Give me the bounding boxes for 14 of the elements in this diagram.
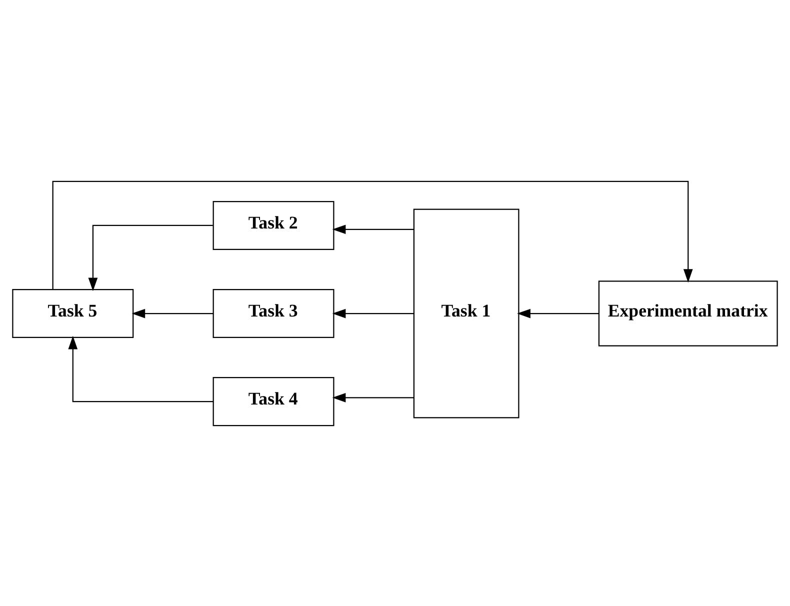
arrow — [132, 308, 214, 318]
node-box: Task 4 — [212, 376, 334, 426]
arrow — [88, 224, 213, 291]
node-box: Task 5 — [12, 288, 134, 338]
node-box: Task 1 — [413, 208, 520, 418]
node-box: Task 3 — [212, 288, 334, 338]
arrow — [68, 335, 214, 402]
node-box: Experimental matrix — [598, 280, 778, 346]
arrow — [332, 308, 414, 318]
arrow — [52, 180, 693, 289]
node-box: Task 2 — [212, 200, 334, 250]
arrow — [332, 392, 414, 402]
arrow — [332, 224, 414, 234]
arrow — [517, 308, 599, 318]
